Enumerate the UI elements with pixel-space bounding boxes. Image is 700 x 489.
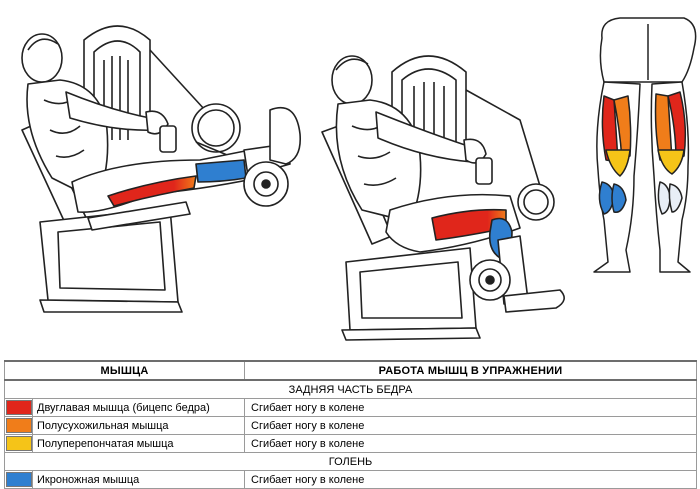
- muscle-action: Сгибает ногу в колене: [244, 398, 697, 417]
- muscle-name: Полусухожильная мышца: [32, 416, 245, 435]
- muscle-table: МЫШЦА РАБОТА МЫШЦ В УПРАЖНЕНИИ ЗАДНЯЯ ЧА…: [4, 360, 697, 489]
- table-header-row: МЫШЦА РАБОТА МЫШЦ В УПРАЖНЕНИИ: [4, 360, 697, 381]
- figure-start-position: [21, 25, 302, 313]
- section-title-row: ГОЛЕНЬ: [4, 452, 697, 471]
- table-row: Полусухожильная мышца Сгибает ногу в кол…: [4, 416, 697, 435]
- exercise-illustration: [21, 17, 697, 341]
- color-swatch-orange: [5, 418, 32, 433]
- table-row: Икроножная мышца Сгибает ногу в колене: [4, 470, 697, 489]
- color-swatch-cell: [4, 434, 33, 453]
- section-title-shin: ГОЛЕНЬ: [4, 452, 697, 471]
- muscle-name: Икроножная мышца: [32, 470, 245, 489]
- muscle-name: Двуглавая мышца (бицепс бедра): [32, 398, 245, 417]
- section-title-thigh: ЗАДНЯЯ ЧАСТЬ БЕДРА: [4, 379, 697, 399]
- section-title-row: ЗАДНЯЯ ЧАСТЬ БЕДРА: [4, 379, 697, 399]
- color-swatch-blue: [5, 472, 32, 487]
- color-swatch-yellow: [5, 436, 32, 451]
- color-swatch-cell: [4, 416, 33, 435]
- color-swatch-cell: [4, 398, 33, 417]
- table-row: Двуглавая мышца (бицепс бедра) Сгибает н…: [4, 398, 697, 417]
- color-swatch-cell: [4, 470, 33, 489]
- anatomy-rear-view: [593, 17, 697, 273]
- header-muscle: МЫШЦА: [4, 360, 245, 381]
- table-row: Полуперепончатая мышца Сгибает ногу в ко…: [4, 434, 697, 453]
- figure-end-position: [321, 55, 565, 341]
- muscle-action: Сгибает ногу в колене: [244, 416, 697, 435]
- color-swatch-red: [5, 400, 32, 415]
- muscle-name: Полуперепончатая мышца: [32, 434, 245, 453]
- header-work: РАБОТА МЫШЦ В УПРАЖНЕНИИ: [244, 360, 697, 381]
- muscle-action: Сгибает ногу в колене: [244, 470, 697, 489]
- muscle-action: Сгибает ногу в колене: [244, 434, 697, 453]
